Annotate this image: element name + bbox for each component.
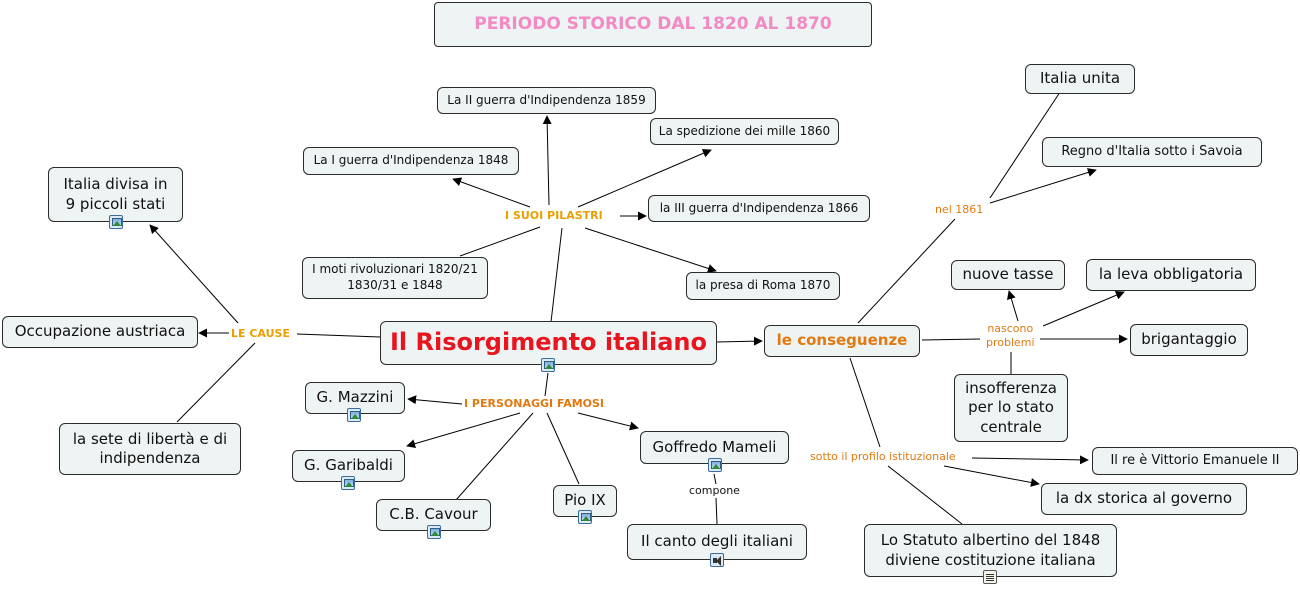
problem-brigandage[interactable]: brigantaggio [1130,324,1248,356]
person-mameli-label: Goffredo Mameli [652,437,777,456]
cause-thirst-for-freedom-label: la sete di libertà e di indipendenza [72,429,228,468]
central-node-label: Il Risorgimento italiano [389,328,708,357]
map-title: PERIODO STORICO DAL 1820 AL 1870 [434,2,872,47]
person-cavour-label: C.B. Cavour [389,505,478,524]
cause-austrian-occupation[interactable]: Occupazione austriaca [2,316,198,348]
pillar-first-war-label: La I guerra d'Indipendenza 1848 [313,153,509,168]
pillar-rome-label: la presa di Roma 1870 [695,278,831,293]
image-icon[interactable] [541,358,555,372]
image-icon[interactable] [347,408,361,422]
person-mameli[interactable]: Goffredo Mameli [640,431,789,464]
link-nel-1861: nel 1861 [933,203,986,217]
problem-new-taxes[interactable]: nuove tasse [951,260,1065,290]
sound-icon[interactable] [710,553,724,567]
person-cavour[interactable]: C.B. Cavour [376,499,491,531]
pillar-expedition-label: La spedizione dei mille 1860 [658,123,831,138]
people-label: I PERSONAGGI FAMOSI [462,397,607,411]
inst-historic-right[interactable]: la dx storica al governo [1041,483,1247,515]
inst-king-label: Il re è Vittorio Emanuele II [1110,452,1280,468]
person-mazzini-label: G. Mazzini [316,388,394,407]
pillar-third-war-label: la III guerra d'Indipendenza 1866 [659,200,859,215]
problem-new-taxes-label: nuove tasse [962,265,1054,284]
map-title-text: PERIODO STORICO DAL 1820 AL 1870 [474,14,832,35]
result-savoy-kingdom-label: Regno d'Italia sotto i Savoia [1061,143,1243,159]
cause-divided-italy[interactable]: Italia divisa in 9 piccoli stati [48,167,183,222]
problem-conscription-label: la leva obbligatoria [1098,265,1244,284]
image-icon[interactable] [708,458,722,472]
image-icon[interactable] [109,215,123,229]
inst-historic-right-label: la dx storica al governo [1055,489,1233,508]
image-icon[interactable] [341,476,355,490]
inst-albertine-statute[interactable]: Lo Statuto albertino del 1848 diviene co… [864,524,1117,577]
pillars-label: I SUOI PILASTRI [503,209,605,223]
central-node[interactable]: Il Risorgimento italiano [380,321,717,365]
problem-conscription[interactable]: la leva obbligatoria [1086,259,1256,291]
image-icon[interactable] [427,525,441,539]
pillar-second-war-label: La II guerra d'Indipendenza 1859 [447,92,646,107]
link-problems: nascono problemi [984,322,1037,350]
causes-label: LE CAUSE [229,327,292,341]
pillar-expedition[interactable]: La spedizione dei mille 1860 [650,118,839,145]
pillar-revolutions-label: I moti rivoluzionari 1820/21 1830/31 e 1… [312,262,478,292]
mameli-link-label: compone [687,484,742,498]
person-garibaldi[interactable]: G. Garibaldi [292,450,405,482]
inst-albertine-statute-label: Lo Statuto albertino del 1848 diviene co… [880,531,1101,569]
consequences-node[interactable]: le conseguenze [764,325,920,357]
result-unified-italy[interactable]: Italia unita [1025,64,1135,94]
problem-brigandage-label: brigantaggio [1141,330,1237,349]
cause-thirst-for-freedom[interactable]: la sete di libertà e di indipendenza [59,423,241,475]
link-institutional: sotto il profilo istituzionale [808,450,958,464]
result-savoy-kingdom[interactable]: Regno d'Italia sotto i Savoia [1042,137,1262,167]
problem-intolerance-label: insofferenza per lo stato centrale [965,378,1057,436]
song-node-label: Il canto degli italiani [641,532,793,551]
pillar-second-war[interactable]: La II guerra d'Indipendenza 1859 [437,87,656,114]
document-icon[interactable] [983,570,997,584]
pillar-rome[interactable]: la presa di Roma 1870 [686,272,840,300]
cause-divided-italy-label: Italia divisa in 9 piccoli stati [63,175,168,213]
pillar-revolutions[interactable]: I moti rivoluzionari 1820/21 1830/31 e 1… [302,257,488,299]
consequences-node-label: le conseguenze [776,331,908,350]
problem-intolerance[interactable]: insofferenza per lo stato centrale [954,374,1068,442]
pillar-third-war[interactable]: la III guerra d'Indipendenza 1866 [648,195,870,222]
cause-austrian-occupation-label: Occupazione austriaca [14,322,186,341]
image-icon[interactable] [578,510,592,524]
result-unified-italy-label: Italia unita [1039,69,1121,88]
inst-king[interactable]: Il re è Vittorio Emanuele II [1092,447,1298,475]
person-pius-ix-label: Pio IX [564,491,606,510]
pillar-first-war[interactable]: La I guerra d'Indipendenza 1848 [303,147,519,175]
person-garibaldi-label: G. Garibaldi [304,456,393,475]
